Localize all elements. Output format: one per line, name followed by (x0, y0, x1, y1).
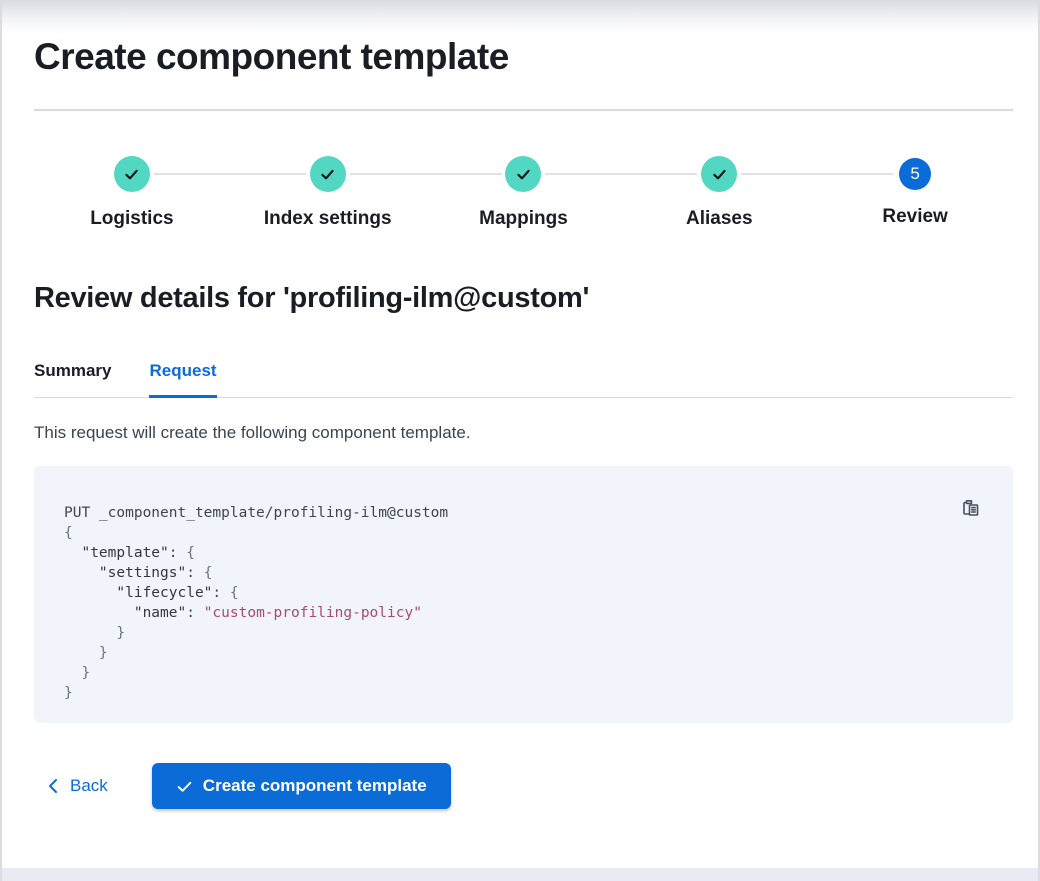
step-index-settings-label: Index settings (263, 208, 392, 229)
footer-actions: Back Create component template (34, 763, 1013, 845)
title-divider (34, 109, 1013, 111)
copy-clipboard-icon (960, 497, 982, 519)
tab-request[interactable]: Request (149, 361, 217, 398)
check-icon (123, 166, 140, 183)
page-top-shadow (2, 0, 1038, 34)
check-icon (515, 166, 532, 183)
bottom-strip (2, 868, 1038, 881)
back-label: Back (70, 776, 108, 795)
request-description: This request will create the following c… (34, 423, 471, 442)
step-review-circle[interactable]: 5 (899, 158, 932, 190)
step-aliases: Aliases (621, 156, 817, 230)
step-logistics-circle[interactable] (113, 156, 150, 192)
step-mappings-label: Mappings (479, 208, 568, 229)
create-button-label: Create component template (202, 776, 427, 795)
step-aliases-label: Aliases (686, 208, 753, 229)
code-line: } (64, 685, 73, 701)
step-aliases-circle[interactable] (701, 156, 738, 192)
tabs: Summary Request (34, 361, 1013, 398)
back-button[interactable]: Back (46, 776, 108, 796)
step-index-settings: Index settings (229, 156, 426, 230)
step-index-settings-circle[interactable] (309, 156, 346, 192)
check-icon (176, 778, 193, 795)
code-line: "lifecycle": { (64, 585, 239, 601)
check-icon (711, 166, 728, 183)
tab-summary[interactable]: Summary (34, 361, 112, 380)
page-title: Create component template (34, 36, 509, 77)
code-line: } (64, 645, 108, 661)
code-line: } (64, 665, 91, 681)
request-code-block: PUT _component_template/profiling-ilm@cu… (34, 466, 1013, 723)
check-icon (319, 166, 336, 183)
step-logistics: Logistics (34, 156, 230, 230)
code-line: "settings": { (64, 565, 213, 581)
code-lines: PUT _component_template/profiling-ilm@cu… (64, 503, 943, 703)
step-mappings-circle[interactable] (505, 156, 542, 192)
step-mappings: Mappings (425, 156, 622, 230)
copy-to-clipboard-button[interactable] (956, 493, 986, 526)
code-line: { (64, 525, 73, 541)
page-content: Create component template Logistics Index… (2, 36, 1038, 845)
code-line: "template": { (64, 545, 195, 561)
create-component-template-button[interactable]: Create component template (151, 763, 451, 809)
step-logistics-label: Logistics (90, 208, 174, 229)
review-heading: Review details for 'profiling-ilm@custom… (34, 282, 590, 314)
step-review-label: Review (882, 206, 948, 227)
chevron-left-icon (46, 777, 60, 795)
code-line: PUT _component_template/profiling-ilm@cu… (64, 505, 449, 521)
code-line: "name": "custom-profiling-policy" (64, 605, 422, 621)
code-line: } (64, 625, 126, 641)
